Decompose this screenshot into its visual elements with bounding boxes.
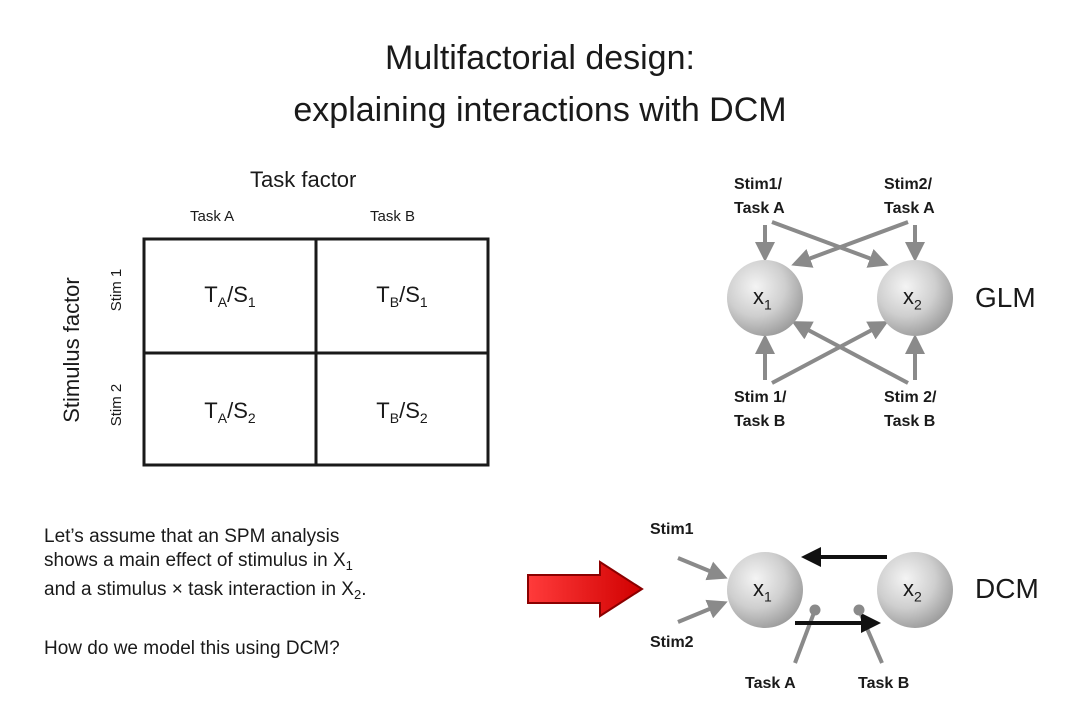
text-line-1: Let’s assume that an SPM analysis	[44, 526, 340, 547]
cell-tb-s1: TB/S1	[376, 282, 428, 310]
dcm-label: DCM	[975, 573, 1039, 604]
explanation-text: Let’s assume that an SPM analysis shows …	[44, 525, 524, 607]
dcm-stim2-label: Stim2	[650, 634, 694, 651]
cell-tb-s2: TB/S2	[376, 398, 428, 426]
glm-node-x2	[877, 260, 953, 336]
dcm-node-x1-label: x1	[753, 576, 772, 605]
dcm-node-x2	[877, 552, 953, 628]
red-right-arrow	[527, 560, 644, 618]
task-b-label: Task B	[370, 208, 416, 225]
glm-node-x1-label: x1	[753, 284, 772, 313]
modulation-dot-task-b	[853, 604, 865, 616]
glm-input-stim2-task-b: Stim 2/Task B	[884, 389, 937, 430]
text-line-3: and a stimulus × task interaction in X2.	[44, 579, 367, 602]
cell-ta-s2: TA/S2	[204, 398, 256, 426]
dcm-stim1-label: Stim1	[650, 521, 694, 538]
title-line-1: Multifactorial design:	[385, 39, 695, 77]
glm-input-stim1-task-b: Stim 1/Task B	[734, 389, 787, 430]
dcm-node-x1	[727, 552, 803, 628]
dcm-task-b-label: Task B	[858, 675, 910, 692]
dcm-node-x2-label: x2	[903, 576, 922, 605]
glm-arrows	[755, 220, 925, 385]
glm-node-x1	[727, 260, 803, 336]
title-line-2: explaining interactions with DCM	[293, 91, 787, 129]
glm-node-x2-label: x2	[903, 284, 922, 313]
task-a-label: Task A	[190, 208, 235, 225]
modulation-dot-task-a	[809, 604, 821, 616]
dcm-input-arrows	[677, 556, 884, 664]
glm-input-stim1-task-a: Stim1/Task A	[734, 176, 785, 217]
factorial-grid	[142, 237, 490, 467]
dcm-connections	[795, 547, 887, 633]
glm-label: GLM	[975, 282, 1036, 313]
question-text: How do we model this using DCM?	[44, 638, 340, 659]
cell-ta-s1: TA/S1	[204, 282, 256, 310]
text-line-2: shows a main effect of stimulus in X1	[44, 550, 353, 573]
glm-input-stim2-task-a: Stim2/Task A	[884, 176, 935, 217]
dcm-task-a-label: Task A	[745, 675, 796, 692]
task-factor-label: Task factor	[250, 167, 357, 192]
